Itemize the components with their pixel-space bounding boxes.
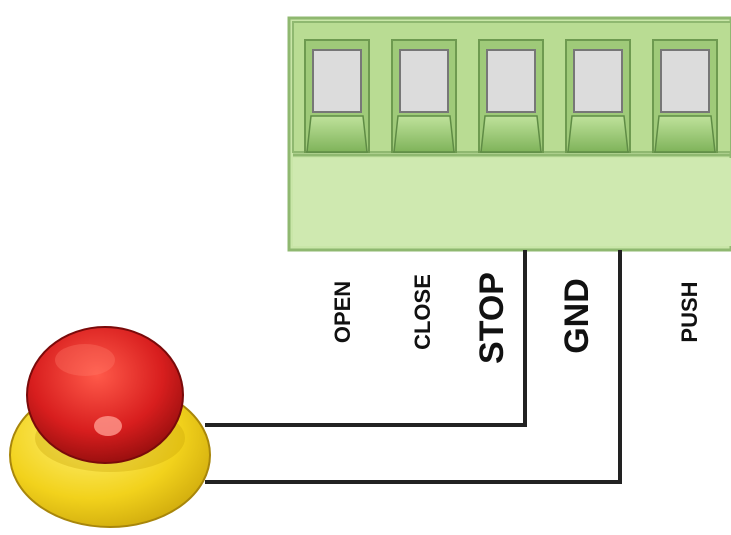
terminal-slots (304, 39, 718, 153)
wire-gnd (205, 250, 622, 484)
terminal-label-open: OPEN (330, 281, 355, 343)
terminal-labels: OPEN CLOSE STOP GND PUSH (330, 272, 702, 364)
terminal-label-stop: STOP (473, 272, 511, 364)
terminal-label-gnd: GND (558, 278, 596, 354)
wire-stop (205, 250, 527, 427)
wires (205, 250, 622, 484)
terminal-slot-push (652, 39, 718, 153)
terminal-label-push: PUSH (677, 281, 702, 342)
terminal-label-close: CLOSE (410, 274, 435, 350)
terminal-slot-stop (478, 39, 544, 153)
terminal-slot-close (391, 39, 457, 153)
terminal-slot-gnd (565, 39, 631, 153)
terminal-slot-open (304, 39, 370, 153)
emergency-stop-button-icon (9, 326, 211, 528)
